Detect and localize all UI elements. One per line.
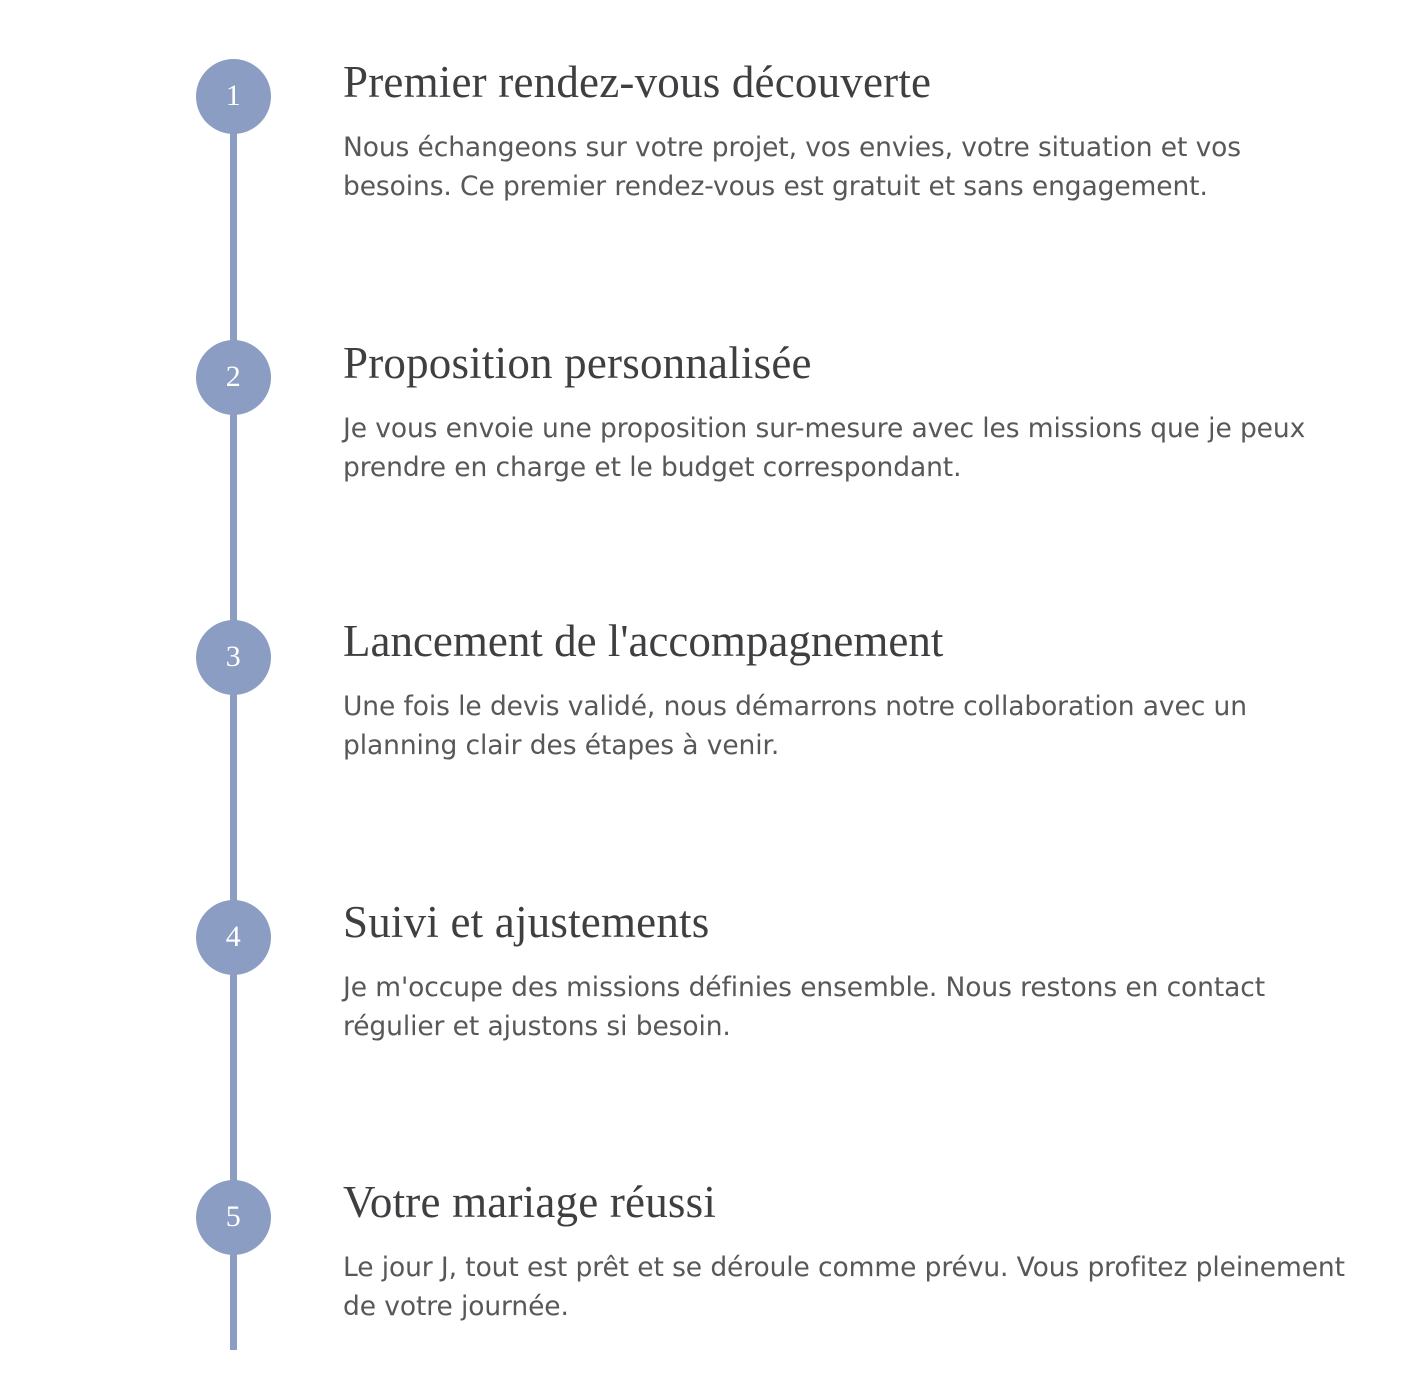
step-number-4: 4 [225, 919, 242, 953]
step-description-3: Une fois le devis validé, nous démarrons… [343, 690, 1247, 761]
step-description-5: Le jour J, tout est prêt et se déroule c… [343, 1251, 1345, 1322]
step-number-2: 2 [225, 359, 242, 393]
step-content-2: Proposition personnalisée Je vous envoie… [343, 338, 1363, 487]
step-marker-4: 4 [196, 900, 271, 975]
step-content-3: Lancement de l'accompagnement Une fois l… [343, 616, 1363, 765]
step-marker-1: 1 [196, 59, 271, 134]
step-marker-5: 5 [196, 1180, 271, 1255]
step-description-4: Je m'occupe des missions définies ensemb… [343, 971, 1266, 1042]
step-content-1: Premier rendez-vous découverte Nous écha… [343, 57, 1363, 206]
step-number-1: 1 [225, 78, 242, 112]
step-number-5: 5 [225, 1199, 242, 1233]
step-title-5: Votre mariage réussi [343, 1177, 717, 1227]
step-marker-2: 2 [196, 340, 271, 415]
step-title-1: Premier rendez-vous découverte [343, 57, 932, 107]
step-content-4: Suivi et ajustements Je m'occupe des mis… [343, 897, 1363, 1046]
step-title-2: Proposition personnalisée [343, 338, 812, 388]
step-title-3: Lancement de l'accompagnement [343, 616, 944, 666]
timeline-connector-line [230, 60, 237, 1350]
step-marker-3: 3 [196, 620, 271, 695]
step-description-2: Je vous envoie une proposition sur-mesur… [343, 412, 1306, 483]
step-content-5: Votre mariage réussi Le jour J, tout est… [343, 1177, 1363, 1326]
step-number-3: 3 [225, 639, 242, 673]
step-description-1: Nous échangeons sur votre projet, vos en… [343, 131, 1241, 202]
step-title-4: Suivi et ajustements [343, 897, 710, 947]
